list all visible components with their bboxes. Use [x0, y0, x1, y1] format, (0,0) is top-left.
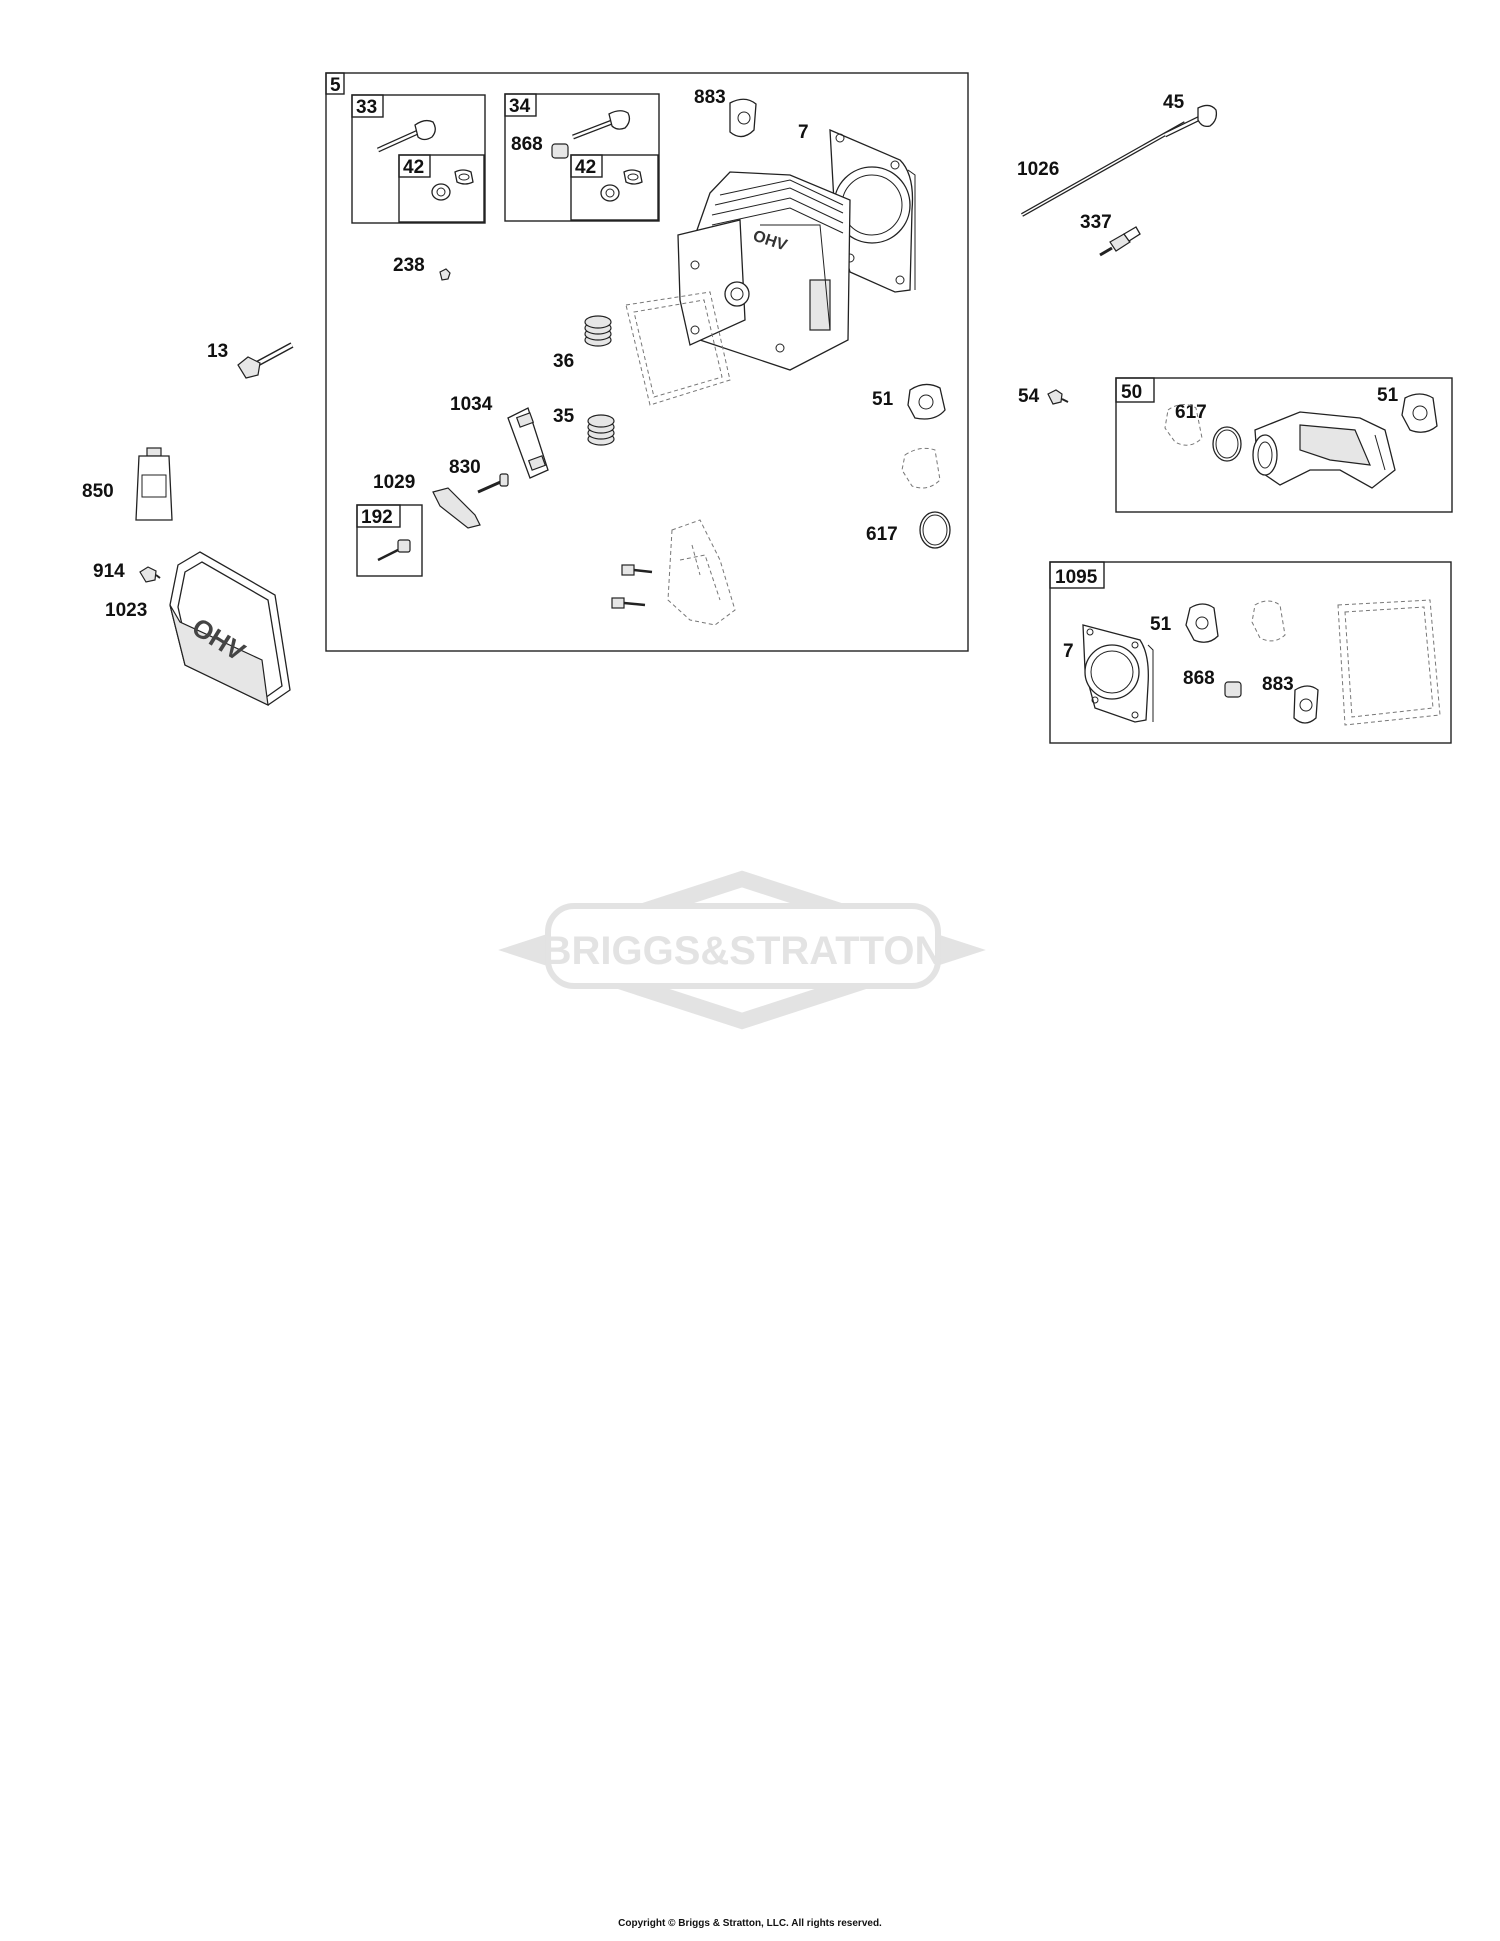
rocker-stud-830	[477, 473, 509, 494]
label-54[interactable]: 54	[1018, 386, 1040, 407]
adjusting-screw-192	[377, 539, 411, 562]
gasket-51-second	[1401, 393, 1438, 433]
label-42-second[interactable]: 42	[575, 157, 596, 178]
label-192[interactable]: 192	[361, 507, 393, 528]
assembly-box-33: 33 42	[351, 94, 486, 224]
screw-54	[1047, 389, 1069, 405]
dashed-gasket-first	[901, 447, 941, 489]
label-45[interactable]: 45	[1163, 92, 1185, 113]
push-rod-1026	[1021, 121, 1186, 217]
spark-plug-337	[1099, 226, 1141, 257]
label-1095[interactable]: 1095	[1055, 567, 1098, 588]
assembly-box-34: 34 868 42	[504, 93, 660, 222]
shield-bolt-second	[611, 597, 646, 609]
assembly-box-1095: 1095 7 51 868 883	[1049, 561, 1452, 744]
gasket-883-first	[729, 98, 757, 138]
exhaust-manifold	[1252, 411, 1396, 489]
label-42-first[interactable]: 42	[403, 157, 424, 178]
valve-spring-36	[584, 315, 612, 347]
part-45	[1163, 104, 1218, 138]
bolt-13	[237, 342, 294, 379]
valve-seal-42-second	[600, 169, 643, 202]
label-13[interactable]: 13	[207, 341, 228, 362]
rocker-arm-1029	[432, 487, 481, 529]
label-883-second[interactable]: 883	[1262, 674, 1294, 695]
screw-914	[139, 566, 161, 583]
label-7-second[interactable]: 7	[1063, 641, 1074, 662]
gasket-51-third	[1185, 603, 1219, 643]
shield-bolt-first	[621, 564, 653, 576]
label-883-first[interactable]: 883	[694, 87, 726, 108]
intake-valve-33	[376, 119, 436, 153]
label-51-second[interactable]: 51	[1377, 385, 1399, 406]
assembly-box-50: 50 617 51	[1115, 377, 1453, 513]
dashed-gasket-third	[1251, 600, 1286, 642]
gasket-883-second	[1293, 685, 1319, 724]
label-914[interactable]: 914	[93, 561, 125, 582]
label-868-second[interactable]: 868	[1183, 668, 1215, 689]
label-1029[interactable]: 1029	[373, 472, 415, 493]
push-rod-guide-1034	[507, 407, 549, 479]
label-868-first[interactable]: 868	[511, 134, 543, 155]
o-ring-617-second	[1212, 426, 1242, 462]
head-shield-dashed	[667, 519, 736, 626]
label-50[interactable]: 50	[1121, 382, 1142, 403]
pin-238	[439, 268, 451, 281]
label-337[interactable]: 337	[1080, 212, 1112, 233]
valve-cover-gasket-dashed	[625, 291, 731, 406]
valve-cover-1023: OHV	[169, 551, 291, 707]
gasket-51-first	[907, 383, 946, 420]
label-34[interactable]: 34	[509, 96, 531, 117]
label-51-third[interactable]: 51	[1150, 614, 1172, 635]
valve-seal-42-first	[431, 169, 474, 201]
assembly-box-5: 5	[325, 72, 969, 652]
label-36[interactable]: 36	[553, 351, 574, 372]
label-1026[interactable]: 1026	[1017, 159, 1059, 180]
head-gasket-7-first	[829, 128, 916, 293]
o-ring-617-first	[919, 511, 951, 549]
valve-guide-868-first	[551, 143, 569, 159]
label-5[interactable]: 5	[330, 75, 341, 96]
label-830[interactable]: 830	[449, 457, 481, 478]
assembly-box-192: 192	[356, 504, 423, 577]
label-617-second[interactable]: 617	[1175, 402, 1207, 423]
label-617-first[interactable]: 617	[866, 524, 898, 545]
label-33[interactable]: 33	[356, 97, 377, 118]
svg-text:BRIGGS&STRATTON: BRIGGS&STRATTON	[543, 929, 944, 973]
label-35[interactable]: 35	[553, 406, 575, 427]
label-51-first[interactable]: 51	[872, 389, 894, 410]
copyright-footer: Copyright © Briggs & Stratton, LLC. All …	[618, 1918, 882, 1929]
dashed-gasket-second	[1164, 404, 1203, 446]
valve-guide-868-second	[1224, 681, 1242, 698]
label-850[interactable]: 850	[82, 481, 114, 502]
cylinder-head: OHV	[677, 171, 851, 371]
briggs-stratton-watermark-logo: BRIGGS&STRATTON	[498, 870, 986, 1030]
cover-gasket-dashed-second	[1337, 599, 1441, 726]
head-gasket-7-second	[1082, 624, 1154, 723]
valve-spring-35	[587, 414, 615, 446]
label-7-first[interactable]: 7	[798, 122, 809, 143]
label-1023[interactable]: 1023	[105, 600, 147, 621]
exhaust-valve-34	[572, 110, 631, 140]
sealant-tube-850	[135, 447, 173, 521]
label-1034[interactable]: 1034	[450, 394, 493, 415]
label-238[interactable]: 238	[393, 255, 425, 276]
